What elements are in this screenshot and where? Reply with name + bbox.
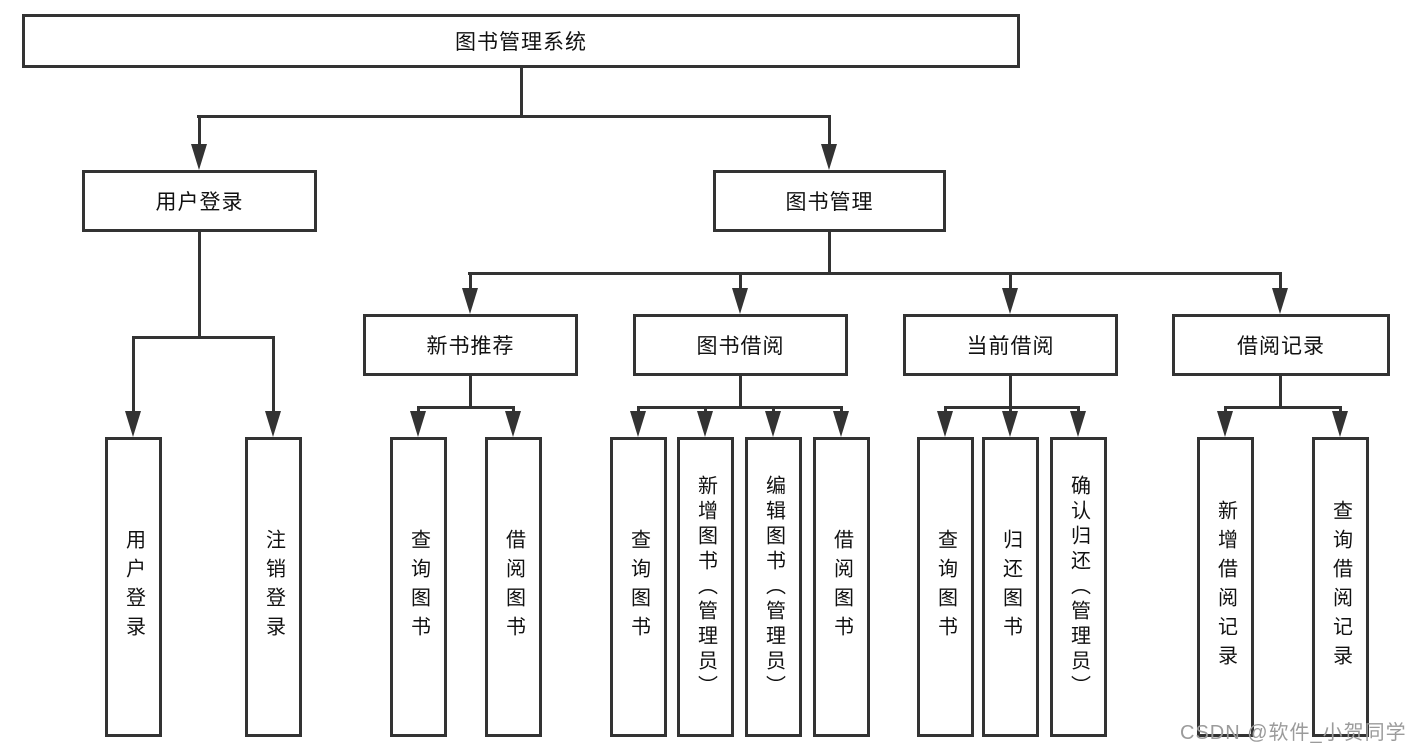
- leaf-borrow-books-borrowing: 借阅图书: [813, 437, 870, 737]
- node-label: 新书推荐: [426, 335, 515, 358]
- connector-line: [417, 406, 515, 409]
- leaf-add-borrow-record: 新增借阅记录: [1197, 437, 1254, 737]
- connector-line: [1279, 272, 1282, 291]
- connector-line: [198, 232, 201, 339]
- leaf-query-books-current: 查询图书: [917, 437, 974, 737]
- leaf-label: 编辑图书（管理员）: [762, 474, 785, 700]
- node-borrow-records: 借阅记录: [1172, 314, 1390, 376]
- node-book-management: 图书管理: [713, 170, 946, 232]
- connector-line: [840, 406, 843, 415]
- connector-arrowhead: [821, 144, 837, 170]
- leaf-borrow-books-recommend: 借阅图书: [485, 437, 542, 737]
- connector-line: [417, 406, 420, 415]
- leaf-label: 查询借阅记录: [1329, 500, 1352, 674]
- connector-line: [1279, 376, 1282, 409]
- connector-arrowhead: [1002, 288, 1018, 314]
- connector-line: [132, 336, 135, 414]
- leaf-label: 归还图书: [999, 529, 1022, 645]
- leaf-confirm-return-admin: 确认归还（管理员）: [1050, 437, 1107, 737]
- leaf-edit-book-admin: 编辑图书（管理员）: [745, 437, 802, 737]
- leaf-query-borrow-record: 查询借阅记录: [1312, 437, 1369, 737]
- connector-arrowhead: [732, 288, 748, 314]
- leaf-query-books-recommend: 查询图书: [390, 437, 447, 737]
- connector-line: [469, 376, 472, 409]
- connector-line: [1009, 376, 1012, 409]
- leaf-label: 注销登录: [262, 529, 285, 645]
- connector-line: [944, 406, 1080, 409]
- connector-arrowhead: [765, 411, 781, 437]
- leaf-label: 用户登录: [122, 529, 145, 645]
- leaf-label: 借阅图书: [830, 529, 853, 645]
- connector-line: [772, 406, 775, 415]
- node-label: 当前借阅: [966, 335, 1055, 358]
- connector-line: [739, 272, 742, 291]
- connector-line: [1009, 406, 1012, 415]
- connector-line: [828, 232, 831, 275]
- node-label: 图书管理系统: [455, 31, 587, 54]
- connector-arrowhead: [1272, 288, 1288, 314]
- leaf-add-book-admin: 新增图书（管理员）: [677, 437, 734, 737]
- connector-line: [1224, 406, 1227, 415]
- connector-arrowhead: [1070, 411, 1086, 437]
- connector-arrowhead: [410, 411, 426, 437]
- connector-arrowhead: [1002, 411, 1018, 437]
- connector-line: [1339, 406, 1342, 415]
- node-label: 图书管理: [785, 191, 874, 214]
- connector-line: [468, 272, 1282, 275]
- connector-line: [637, 406, 843, 409]
- node-label: 图书借阅: [696, 335, 785, 358]
- watermark: CSDN @软件_小贺同学: [1180, 722, 1405, 744]
- connector-line: [512, 406, 515, 415]
- node-current-borrowing: 当前借阅: [903, 314, 1118, 376]
- node-label: 借阅记录: [1237, 335, 1325, 358]
- node-user-login: 用户登录: [82, 170, 317, 232]
- node-book-borrowing: 图书借阅: [633, 314, 848, 376]
- connector-arrowhead: [265, 411, 281, 437]
- connector-arrowhead: [1332, 411, 1348, 437]
- leaf-label: 新增借阅记录: [1214, 500, 1237, 674]
- node-library-system: 图书管理系统: [22, 14, 1020, 68]
- leaf-label: 查询图书: [627, 529, 650, 645]
- connector-arrowhead: [505, 411, 521, 437]
- leaf-label: 确认归还（管理员）: [1067, 474, 1090, 700]
- leaf-query-books-borrowing: 查询图书: [610, 437, 667, 737]
- connector-line: [198, 115, 201, 147]
- connector-line: [944, 406, 947, 415]
- connector-arrowhead: [125, 411, 141, 437]
- leaf-logout: 注销登录: [245, 437, 302, 737]
- connector-arrowhead: [697, 411, 713, 437]
- connector-line: [1224, 406, 1342, 409]
- node-new-book-recommend: 新书推荐: [363, 314, 578, 376]
- leaf-label: 新增图书（管理员）: [694, 474, 717, 700]
- connector-arrowhead: [937, 411, 953, 437]
- leaf-label: 借阅图书: [502, 529, 525, 645]
- leaf-user-login: 用户登录: [105, 437, 162, 737]
- leaf-label: 查询图书: [934, 529, 957, 645]
- connector-line: [469, 272, 472, 291]
- leaf-label: 查询图书: [407, 529, 430, 645]
- connector-arrowhead: [191, 144, 207, 170]
- connector-line: [1009, 272, 1012, 291]
- connector-line: [520, 68, 523, 115]
- connector-line: [637, 406, 640, 415]
- connector-line: [132, 336, 275, 339]
- connector-arrowhead: [630, 411, 646, 437]
- connector-line: [704, 406, 707, 415]
- connector-line: [272, 336, 275, 414]
- connector-arrowhead: [1217, 411, 1233, 437]
- connector-line: [1077, 406, 1080, 415]
- connector-line: [739, 376, 742, 409]
- connector-arrowhead: [462, 288, 478, 314]
- connector-line: [828, 115, 831, 147]
- connector-arrowhead: [833, 411, 849, 437]
- leaf-return-books: 归还图书: [982, 437, 1039, 737]
- node-label: 用户登录: [155, 191, 244, 214]
- connector-line: [197, 115, 831, 118]
